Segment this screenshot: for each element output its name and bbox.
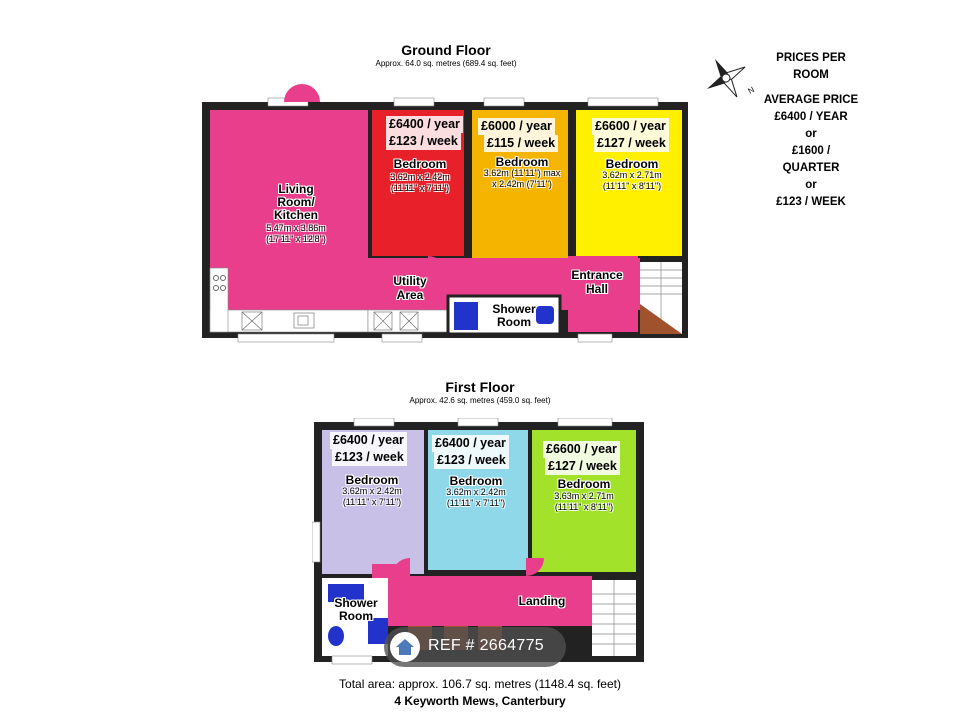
gf-bedroom-3-dim: 3.62m x 2.71m — [602, 170, 662, 180]
house-icon — [390, 632, 420, 662]
ff-bedroom-1-label: Bedroom — [345, 473, 399, 487]
gf-bedroom-2-label: Bedroom — [495, 155, 549, 169]
total-area-text: Total area: approx. 106.7 sq. metres (11… — [339, 677, 621, 691]
gf-bedroom-2-dim-imperial: x 2.42m (7'11") — [492, 179, 552, 189]
gf-bedroom-3-price-week: £127 / week — [594, 135, 669, 152]
prices-panel: PRICES PER ROOM AVERAGE PRICE £6400 / YE… — [752, 50, 870, 211]
gf-bedroom-3-price-year: £6600 / year — [592, 118, 669, 135]
prices-line-1: PRICES PER — [776, 52, 846, 64]
landing-label: Landing — [518, 594, 566, 608]
gf-bedroom-1-label: Bedroom — [393, 157, 447, 171]
gf-bedroom-2-price-week: £115 / week — [484, 135, 559, 152]
ff-bedroom-2-dim-imperial: (11'11" x 7'11") — [446, 498, 506, 508]
kitchen-counter — [209, 309, 369, 333]
gf-bedroom-1-price-year: £6400 / year — [386, 116, 463, 133]
ground-floor-area: Approx. 64.0 sq. metres (689.4 sq. feet) — [375, 59, 517, 68]
property-address: 4 Keyworth Mews, Canterbury — [394, 694, 566, 708]
gf-bedroom-2-dim: 3.62m (11'11") max — [483, 168, 561, 178]
prices-line-6: or — [805, 128, 817, 140]
living-room-dim-imperial: (17'11" x 12'8") — [266, 234, 326, 244]
ff-bedroom-1-dim-imperial: (11'11" x 7'11") — [342, 497, 402, 507]
living-room-dim: 5.47m x 3.86m — [266, 223, 326, 233]
compass-north-label: N — [747, 85, 757, 96]
prices-line-2: ROOM — [793, 69, 829, 81]
ff-bedroom-3-price-week: £127 / week — [545, 458, 620, 475]
compass-icon: N — [706, 58, 757, 98]
ff-bedroom-1-price-year: £6400 / year — [330, 432, 407, 449]
reference-watermark: REF # 2664775 — [384, 627, 566, 667]
ff-shower-room-label: Shower Room — [334, 596, 378, 623]
gf-bedroom-1-dim: 3.62m x 2.42m — [390, 172, 450, 182]
ff-bedroom-2-price-week: £123 / week — [434, 452, 509, 469]
utility-area-label: Utility Area — [393, 274, 427, 302]
ff-bedroom-2-price-year: £6400 / year — [432, 435, 509, 452]
gf-bedroom-3-label: Bedroom — [605, 157, 659, 171]
entrance-hall-label: Entrance Hall — [571, 268, 623, 296]
ff-bedroom-3-dim: 3.63m x 2.71m — [554, 491, 614, 501]
prices-line-10: £123 / WEEK — [776, 196, 846, 208]
gf-bedroom-1-price-week: £123 / week — [386, 133, 461, 150]
gf-bedroom-3-dim-imperial: (11'11" x 8'11") — [602, 181, 662, 191]
prices-line-5: £6400 / YEAR — [774, 111, 848, 123]
living-room-label: Living Room/ Kitchen — [273, 182, 318, 222]
ground-floor-title: Ground Floor — [401, 42, 491, 58]
prices-line-4: AVERAGE PRICE — [763, 94, 859, 106]
ff-bedroom-3-label: Bedroom — [557, 477, 611, 491]
ff-bedroom-2-dim: 3.62m x 2.42m — [446, 487, 506, 497]
ff-bedroom-2-label: Bedroom — [449, 474, 503, 488]
reference-number: REF # 2664775 — [428, 637, 544, 654]
ff-bedroom-1-price-week: £123 / week — [332, 449, 407, 466]
prices-line-7: £1600 / — [791, 145, 831, 157]
prices-line-8: QUARTER — [782, 162, 840, 174]
ff-bedroom-3-price-year: £6600 / year — [543, 441, 620, 458]
ff-bedroom-1-dim: 3.62m x 2.42m — [342, 486, 402, 496]
first-floor-area: Approx. 42.6 sq. metres (459.0 sq. feet) — [409, 396, 551, 405]
gf-bedroom-1-dim-imperial: (11'11" x 7'11") — [390, 183, 450, 193]
prices-line-3 — [752, 84, 870, 92]
ff-bedroom-3-dim-imperial: (11'11" x 8'11") — [554, 502, 614, 512]
first-floor-title: First Floor — [445, 379, 515, 395]
gf-shower-room-label: Shower Room — [492, 302, 536, 329]
gf-bedroom-2-price-year: £6000 / year — [478, 118, 555, 135]
prices-line-9: or — [805, 179, 817, 191]
